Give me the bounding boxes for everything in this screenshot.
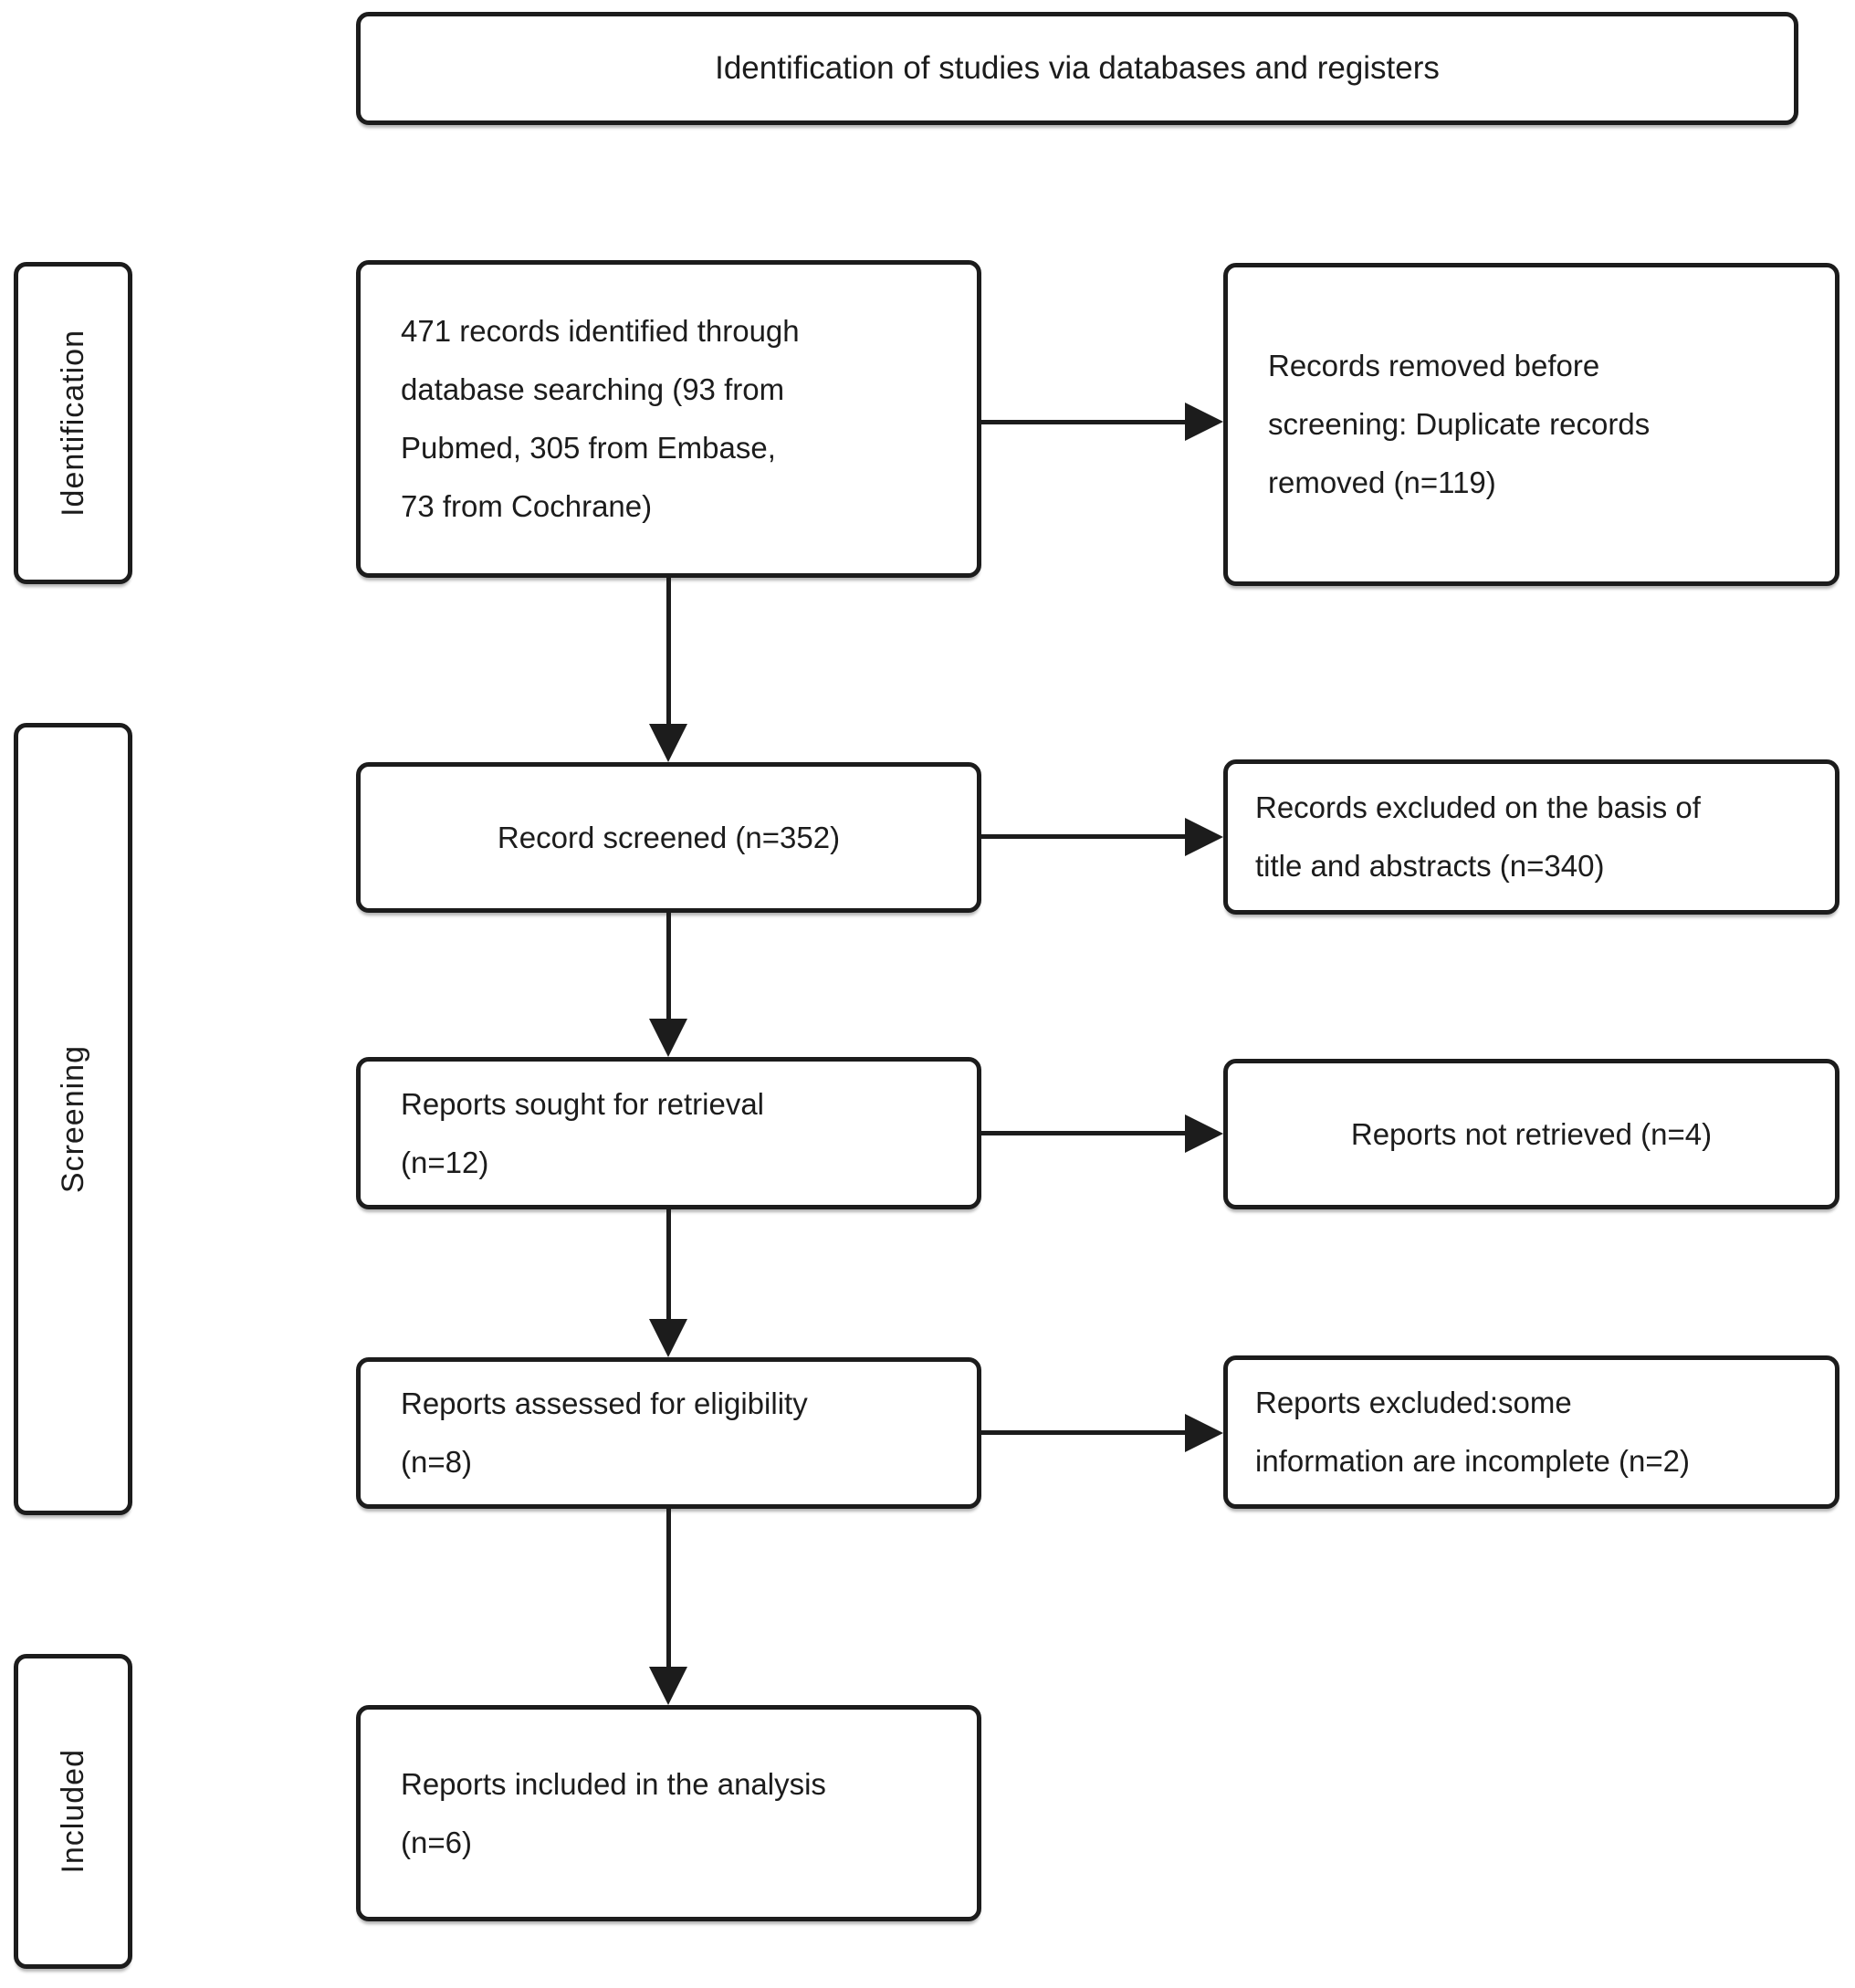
flow-box-reports-sought: Reports sought for retrieval (n=12) [356,1057,981,1209]
arrow-down-icon [649,724,687,762]
exclusion-box-duplicates-removed: Records removed before screening: Duplic… [1223,263,1839,586]
exclusion-text-reports-not-retrieved: Reports not retrieved (n=4) [1350,1116,1713,1151]
exclusion-text-duplicates-removed: Records removed before screening: Duplic… [1268,349,1651,499]
arrow-line [666,913,671,1019]
exclusion-text-reports-excluded: Reports excluded:some information are in… [1255,1386,1690,1478]
exclusion-text-records-excluded: Records excluded on the basis of title a… [1255,790,1701,883]
exclusion-box-reports-not-retrieved: Reports not retrieved (n=4) [1223,1059,1839,1209]
arrow-right-icon [1185,1414,1223,1452]
arrow-line [666,1209,671,1319]
arrow-down-icon [649,1319,687,1357]
flow-box-reports-assessed: Reports assessed for eligibility (n=8) [356,1357,981,1509]
title-banner: Identification of studies via databases … [356,12,1798,125]
flow-box-records-identified: 471 records identified through database … [356,260,981,578]
arrow-line [666,1509,671,1667]
flow-box-reports-included: Reports included in the analysis (n=6) [356,1705,981,1921]
arrow-down-icon [649,1667,687,1705]
title-text: Identification of studies via databases … [715,50,1440,86]
flow-box-records-screened: Record screened (n=352) [356,762,981,913]
arrow-line [666,578,671,724]
flow-text-reports-included: Reports included in the analysis (n=6) [401,1766,826,1859]
exclusion-box-records-excluded: Records excluded on the basis of title a… [1223,759,1839,915]
arrow-down-icon [649,1019,687,1057]
flow-text-reports-sought: Reports sought for retrieval (n=12) [401,1086,765,1179]
exclusion-box-reports-excluded: Reports excluded:some information are in… [1223,1355,1839,1509]
arrow-line [981,1131,1185,1135]
arrow-line [981,420,1185,424]
arrow-line [981,1430,1185,1435]
arrow-line [981,834,1185,839]
stage-box-included: Included [14,1654,132,1969]
stage-box-identification: Identification [14,262,132,584]
stage-label-screening: Screening [55,1044,90,1194]
flow-text-records-identified: 471 records identified through database … [401,314,800,523]
flow-text-reports-assessed: Reports assessed for eligibility (n=8) [401,1386,808,1479]
flow-text-records-screened: Record screened (n=352) [497,820,841,854]
arrow-right-icon [1185,1114,1223,1153]
stage-box-screening: Screening [14,723,132,1515]
stage-label-identification: Identification [55,330,90,517]
arrow-right-icon [1185,818,1223,856]
arrow-right-icon [1185,403,1223,441]
stage-label-included: Included [55,1749,90,1874]
